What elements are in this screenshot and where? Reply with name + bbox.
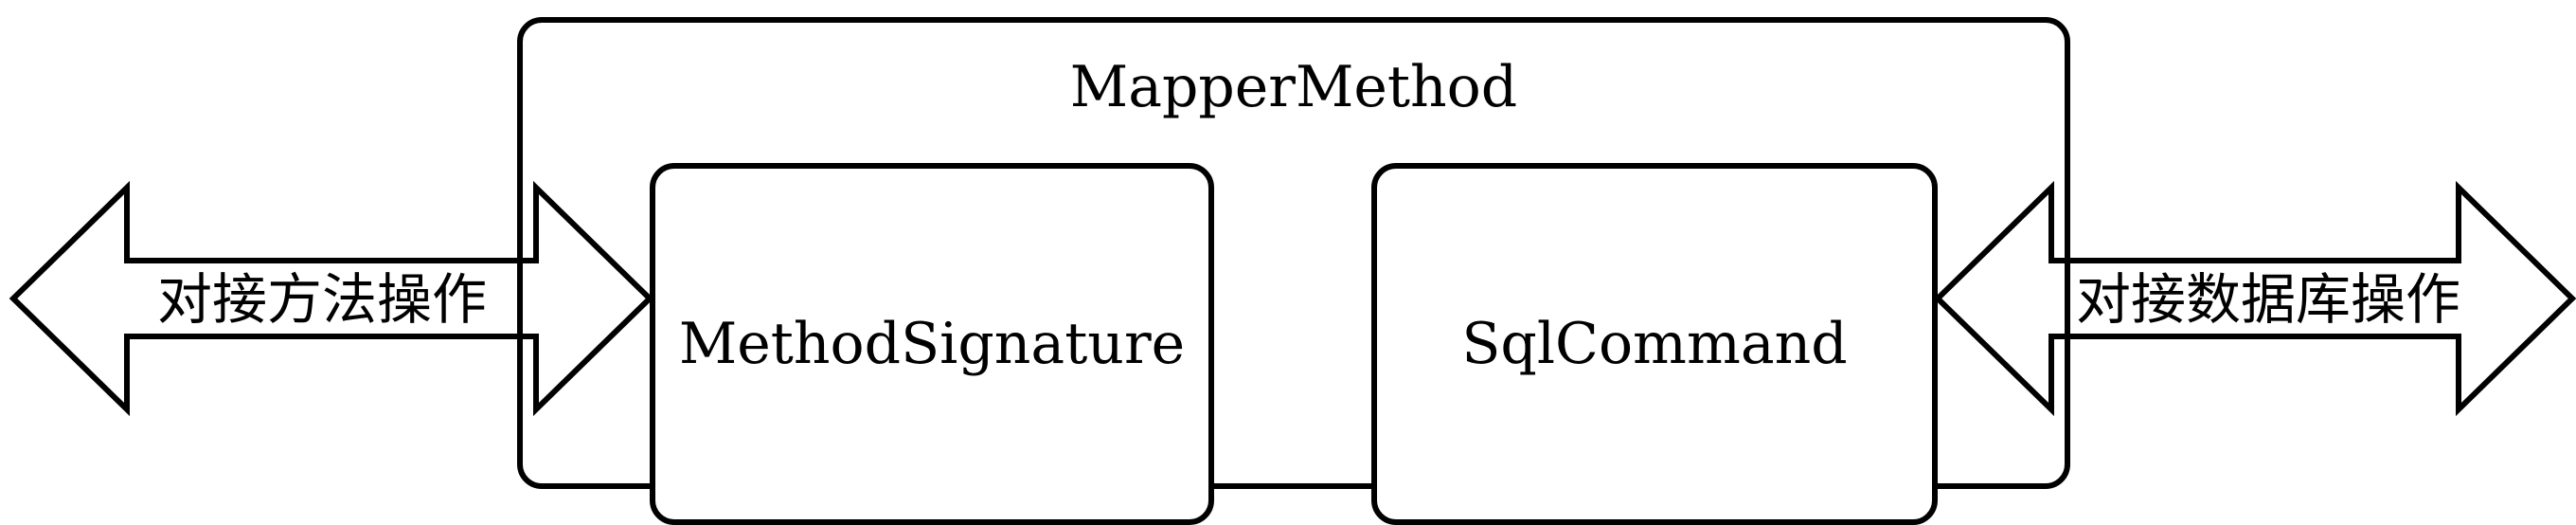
method-signature-box: MethodSignature: [650, 163, 1214, 525]
container-title: MapperMethod: [1069, 54, 1518, 120]
right-arrow-label: 对接数据库操作: [2075, 267, 2460, 332]
sql-command-label: SqlCommand: [1461, 311, 1848, 377]
mapper-method-diagram: MapperMethod MethodSignature SqlCommand …: [9, 17, 2576, 525]
mapper-method-container: [517, 17, 2070, 489]
left-arrow-label: 对接方法操作: [156, 267, 487, 332]
right-double-arrow: [1933, 180, 2576, 417]
method-signature-label: MethodSignature: [678, 311, 1186, 377]
sql-command-box: SqlCommand: [1371, 163, 1938, 525]
